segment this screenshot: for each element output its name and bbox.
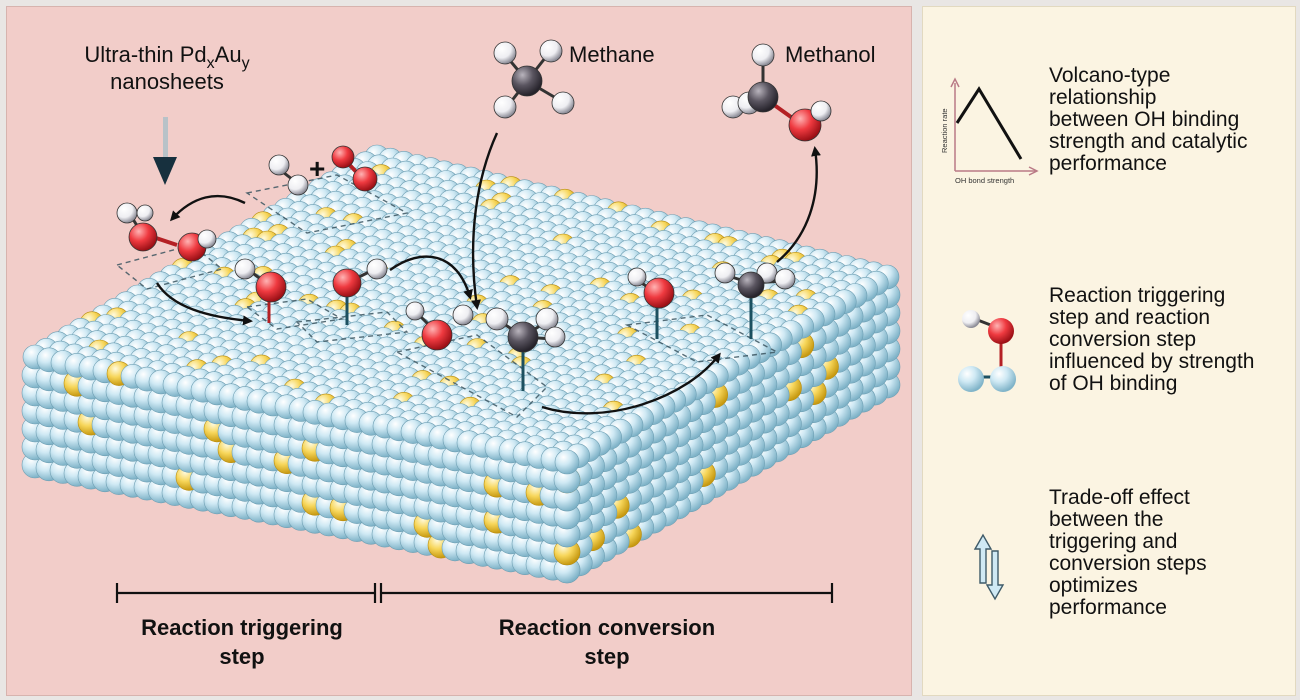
volcano-description: Volcano-type relationship between OH bin… bbox=[1049, 65, 1247, 175]
binding-line-5: of OH binding bbox=[1049, 372, 1178, 395]
nanosheet-label-sub-x: x bbox=[206, 55, 215, 72]
binding-line-1: Reaction triggering bbox=[1049, 284, 1226, 307]
tradeoff-line-4: conversion steps bbox=[1049, 552, 1207, 575]
nanosheet-label-line2: nanosheets bbox=[110, 69, 224, 94]
binding-line-3: conversion step bbox=[1049, 328, 1197, 351]
hydrogen-atom bbox=[810, 100, 832, 122]
oxygen-atom bbox=[128, 222, 158, 252]
volcano-plot-icon: Reaction rate OH bond strength bbox=[940, 77, 1039, 185]
tradeoff-line-6: performance bbox=[1049, 596, 1167, 619]
hydrogen-atom bbox=[405, 301, 425, 321]
carbon-atom bbox=[511, 65, 543, 97]
plus-sign: + bbox=[309, 153, 326, 184]
arrow-water-to-oh bbox=[169, 194, 246, 222]
hydrogen-atom bbox=[234, 258, 256, 280]
nanosheet-label-sub-y: y bbox=[241, 55, 250, 72]
hydrogen-atom bbox=[493, 41, 517, 65]
conversion-step-label: Reaction conversion step bbox=[462, 613, 752, 671]
tradeoff-line-5: optimizes bbox=[1049, 574, 1138, 597]
hydrogen-atom bbox=[493, 95, 517, 119]
methane-label: Methane bbox=[569, 42, 655, 67]
nanosheet-label: Ultra-thin PdxAuy nanosheets bbox=[57, 43, 277, 94]
oxygen-atom bbox=[643, 277, 675, 309]
oh-binding-icon bbox=[958, 310, 1016, 392]
hydrogen-atom bbox=[751, 43, 775, 67]
conversion-step-line2: step bbox=[584, 644, 630, 669]
carbon-atom bbox=[747, 81, 779, 113]
step-brackets bbox=[115, 583, 834, 603]
hydrogen-atom bbox=[714, 262, 736, 284]
tradeoff-line-1: Trade-off effect bbox=[1049, 486, 1190, 509]
nanosheet-pointer-arrow bbox=[153, 117, 177, 185]
tradeoff-line-2: between the bbox=[1049, 508, 1164, 531]
oxygen-atom bbox=[352, 166, 378, 192]
hydrogen-atom bbox=[535, 307, 559, 331]
methanol-label: Methanol bbox=[785, 42, 876, 67]
legend-panel: Reaction rate OH bond strength Volcano-t… bbox=[922, 6, 1296, 696]
binding-description: Reaction triggering step and reaction co… bbox=[1049, 285, 1254, 395]
hydrogen-atom bbox=[627, 267, 647, 287]
tradeoff-line-3: triggering and bbox=[1049, 530, 1178, 553]
hydrogen-atom bbox=[452, 304, 474, 326]
hydrogen-atom bbox=[366, 258, 388, 280]
hydrogen-atom bbox=[136, 204, 154, 222]
volcano-line-3: between OH binding bbox=[1049, 108, 1240, 131]
volcano-xlabel: OH bond strength bbox=[955, 176, 1014, 185]
oxygen-atom bbox=[332, 268, 362, 298]
carbon-atom bbox=[507, 321, 539, 353]
tradeoff-description: Trade-off effect between the triggering … bbox=[1049, 487, 1207, 619]
volcano-ylabel: Reaction rate bbox=[940, 108, 949, 153]
hydrogen-atom bbox=[544, 326, 566, 348]
diagram-panel: Ultra-thin PdxAuy nanosheets Methane Met… bbox=[6, 6, 912, 696]
nanosheet-surface bbox=[22, 144, 900, 475]
hydrogen-atom bbox=[485, 307, 509, 331]
hydrogen-atom bbox=[197, 229, 217, 249]
molecules bbox=[116, 39, 832, 391]
hydrogen-atom bbox=[539, 39, 563, 63]
arrow-methanol-out bbox=[776, 146, 821, 263]
hydrogen-atom bbox=[551, 91, 575, 115]
nanosheet-illustration bbox=[21, 39, 901, 603]
arrow-ch3-migration bbox=[541, 352, 721, 415]
triggering-step-label: Reaction triggering step bbox=[107, 613, 377, 671]
hydrogen-atom bbox=[268, 154, 290, 176]
hydrogen-atom bbox=[116, 202, 138, 224]
arrow-methane-in bbox=[471, 132, 499, 310]
volcano-line-2: relationship bbox=[1049, 86, 1157, 109]
reaction-arrows bbox=[155, 132, 821, 415]
tradeoff-arrows-icon bbox=[973, 533, 1005, 601]
hydrogen-atom bbox=[287, 174, 309, 196]
hydrogen-atom bbox=[774, 268, 796, 290]
nanosheet-label-mid: Au bbox=[214, 42, 242, 67]
arrow-oh-to-methane bbox=[389, 255, 473, 300]
oxygen-atom bbox=[255, 271, 287, 303]
oxygen-atom bbox=[331, 145, 355, 169]
binding-line-2: step and reaction bbox=[1049, 306, 1211, 329]
carbon-atom bbox=[737, 271, 765, 299]
binding-line-4: influenced by strength bbox=[1049, 350, 1255, 373]
volcano-line-5: performance bbox=[1049, 152, 1167, 175]
arrow-oh-to-surface bbox=[155, 282, 253, 326]
conversion-step-line1: Reaction conversion bbox=[498, 615, 716, 640]
oxygen-atom bbox=[421, 319, 453, 351]
triggering-step-line2: step bbox=[219, 644, 265, 669]
volcano-line-1: Volcano-type bbox=[1049, 64, 1171, 87]
nanosheet-label-prefix: Ultra-thin Pd bbox=[84, 42, 207, 67]
triggering-step-line1: Reaction triggering bbox=[141, 615, 343, 640]
volcano-line-4: strength and catalytic bbox=[1049, 130, 1248, 153]
